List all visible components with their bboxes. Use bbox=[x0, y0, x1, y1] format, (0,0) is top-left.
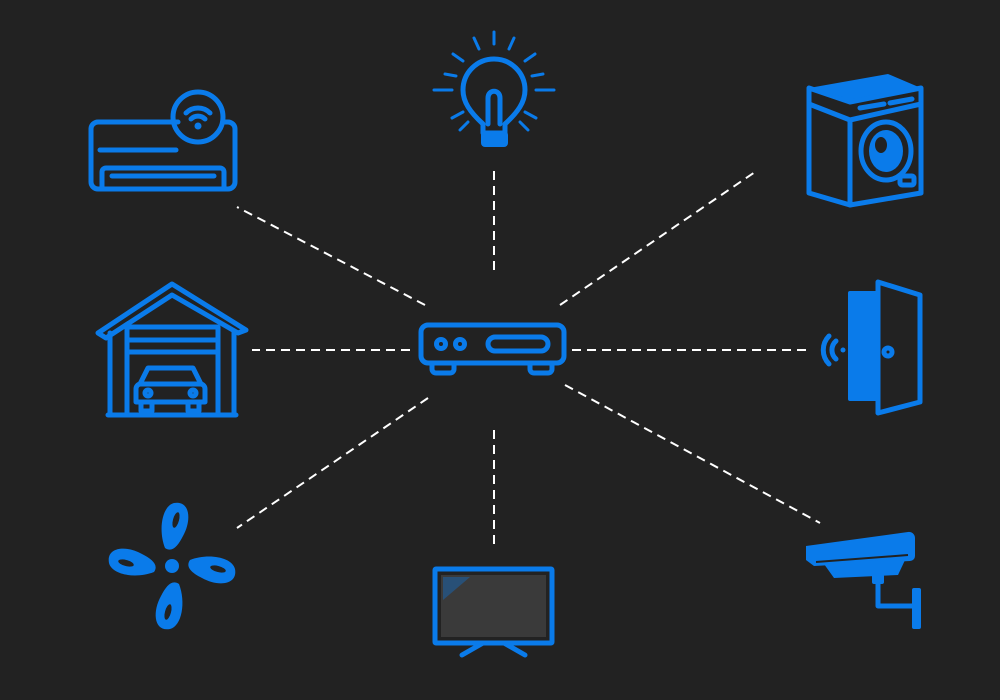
smart-door-icon bbox=[820, 279, 923, 416]
connector-air-conditioner bbox=[236, 206, 426, 306]
light-bulb-icon bbox=[432, 30, 556, 147]
television-icon bbox=[432, 566, 555, 658]
connector-lines bbox=[236, 168, 821, 548]
air-conditioner-wifi-icon bbox=[88, 89, 238, 192]
router-icon bbox=[418, 322, 567, 376]
connector-ceiling-fan bbox=[236, 397, 429, 529]
washing-machine-icon bbox=[806, 74, 924, 208]
ceiling-fan-icon bbox=[108, 502, 236, 630]
connector-security-camera bbox=[564, 384, 821, 524]
connector-washing-machine bbox=[559, 171, 756, 306]
security-camera-icon bbox=[806, 531, 921, 629]
garage-car-icon bbox=[95, 281, 249, 418]
